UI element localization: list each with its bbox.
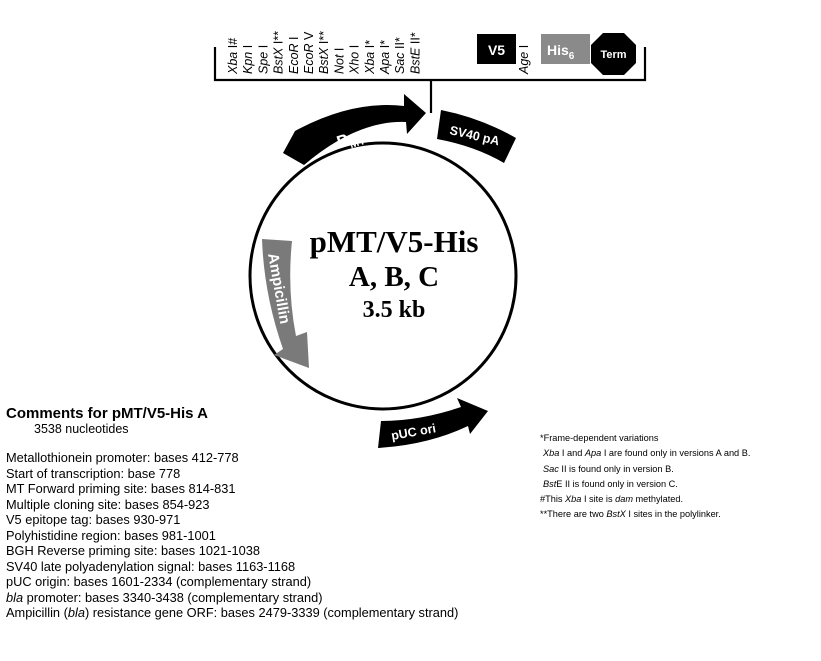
mcs-site-label: Xba I# [226, 38, 240, 75]
mcs-site-label: EcoR I [287, 36, 301, 74]
svg-text:V5: V5 [488, 42, 505, 58]
polylinker-bracket [213, 47, 647, 113]
footnote-line: #This Xba I site is dam methylated. [540, 494, 684, 505]
puc-ori-arrow: pUC ori [378, 398, 488, 448]
footnote-line: BstE II is found only in version C. [543, 478, 678, 489]
comments-title: Comments for pMT/V5-His A [6, 405, 208, 422]
mcs-site-label: Kpn I [241, 45, 255, 74]
plasmid-backbone [248, 141, 518, 411]
v5-tag: V5 [477, 34, 516, 64]
pmt-promoter-arrow: PMT [283, 94, 426, 165]
mcs-site-label: Spe I [256, 45, 270, 74]
comments-subtitle: 3538 nucleotides [34, 422, 129, 436]
mcs-site-label: Apa I* [378, 40, 392, 75]
plasmid-versions: A, B, C [349, 261, 439, 293]
footnote-line: **There are two BstX I sites in the poly… [540, 509, 721, 520]
plasmid-center-label: pMT/V5-His A, B, C 3.5 kb [310, 224, 479, 323]
sv40-pa-feature: SV40 pA [437, 110, 516, 163]
comment-item: BGH Reverse priming site: bases 1021-103… [6, 543, 260, 558]
plasmid-size: 3.5 kb [363, 297, 426, 323]
footnote-line: Sac II is found only in version B. [543, 463, 674, 474]
comment-item: Metallothionein promoter: bases 412-778 [6, 450, 239, 465]
mcs-site-label: Xba I* [363, 40, 377, 75]
mcs-site-label: EcoR V [302, 31, 316, 74]
comment-item: Ampicillin (bla) resistance gene ORF: ba… [6, 605, 459, 620]
comment-item: Start of transcription: base 778 [6, 465, 181, 481]
comment-item: Polyhistidine region: bases 981-1001 [6, 527, 216, 543]
comments-section: Comments for pMT/V5-His A 3538 nucleotid… [6, 405, 526, 621]
comment-item: V5 epitope tag: bases 930-971 [6, 512, 181, 527]
footnote-line: Xba I and Apa I are found only in versio… [543, 448, 751, 459]
comment-item: Multiple cloning site: bases 854-923 [6, 496, 210, 512]
comment-item: bla promoter: bases 3340-3438 (complemen… [6, 589, 323, 605]
svg-text:His6: His6 [547, 42, 575, 62]
comment-item: MT Forward priming site: bases 814-831 [6, 481, 236, 496]
mcs-site-age: Age I [517, 45, 531, 75]
mcs-site-label: BstE II* [408, 32, 422, 74]
footnote-line: *Frame-dependent variations [540, 433, 659, 443]
plasmid-name: pMT/V5-His [310, 224, 479, 259]
mcs-site-label: Sac II* [393, 37, 407, 74]
svg-text:PMT: PMT [334, 125, 367, 154]
terminator-octagon: Term [591, 33, 636, 75]
ampicillin-arrow: Ampicillin [262, 239, 309, 368]
his-tag: His6 [541, 34, 590, 64]
mcs-site-label: Xho I [348, 45, 362, 75]
mcs-site-label: Not I [332, 48, 346, 74]
svg-text:Term: Term [600, 49, 626, 61]
comment-item: pUC origin: bases 1601-2334 (complementa… [6, 574, 312, 589]
mcs-site-label: BstX I** [272, 31, 286, 74]
mcs-site-label: BstX I** [317, 31, 331, 74]
comment-item: SV40 late polyadenylation signal: bases … [6, 558, 296, 574]
